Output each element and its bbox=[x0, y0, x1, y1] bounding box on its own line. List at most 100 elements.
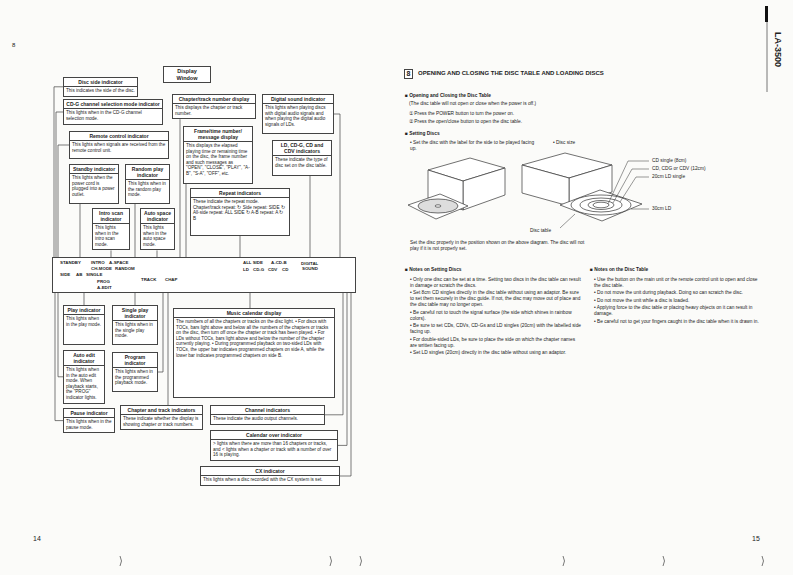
callout-box: LD, CD-G, CD and CDV indicatorsThese ind… bbox=[272, 140, 332, 176]
callout-box: Intro scan indicatorThis lights when in … bbox=[92, 208, 130, 250]
callout-heading: Single play indicator bbox=[113, 306, 157, 321]
indicator-label: DIGITAL bbox=[301, 262, 318, 266]
indicator-label: CD bbox=[282, 268, 288, 272]
callout-body: This lights when signals are received fr… bbox=[70, 141, 168, 155]
leader-line bbox=[55, 293, 63, 421]
callout-box: Program indicatorThis lights when in the… bbox=[112, 352, 158, 392]
page-number: 15 bbox=[752, 535, 760, 544]
disc-30cm bbox=[571, 195, 631, 215]
note-text: • Be careful not to touch the signal sur… bbox=[410, 310, 582, 322]
callout-heading: Standby indicator bbox=[70, 165, 118, 174]
callout-body: This lights when in the auto edit mode. … bbox=[64, 366, 104, 403]
callout-box: Digital sound indicatorThis lights when … bbox=[262, 94, 334, 134]
callout-body: This lights when a disc recorded with th… bbox=[201, 476, 339, 485]
edge-line bbox=[767, 22, 768, 92]
callout-body: This lights when in the single play mode… bbox=[113, 321, 157, 341]
callout-heading: LD, CD-G, CD and CDV indicators bbox=[273, 141, 331, 156]
leader-line bbox=[310, 176, 311, 257]
indicator-label: CD-G bbox=[253, 268, 264, 272]
disc-tray bbox=[408, 194, 468, 219]
leader-line bbox=[111, 250, 112, 257]
callout-body: The numbers of all the chapters or track… bbox=[174, 318, 334, 360]
leader-line bbox=[240, 236, 241, 257]
callout-body: This indicates the side of the disc. bbox=[64, 87, 137, 96]
disc-8cm bbox=[593, 202, 609, 208]
part-label: Disc table bbox=[530, 228, 551, 234]
text-column: • Only one disc can be set at a time. Se… bbox=[410, 277, 582, 358]
note-text: ② Press the open/close button to open th… bbox=[409, 119, 619, 125]
callout-body: This lights when in the pause mode. bbox=[64, 418, 114, 432]
disc bbox=[418, 199, 458, 213]
callout-box: CX indicatorThis lights when a disc reco… bbox=[200, 466, 340, 486]
title-box: 8 bbox=[404, 69, 413, 79]
callout-body: This lights when in the CD-G channel sel… bbox=[64, 109, 162, 123]
callout-body: This displays the elapsed playing time o… bbox=[184, 142, 252, 179]
indicator-label: AB bbox=[76, 273, 82, 277]
leader-line bbox=[180, 119, 181, 257]
leader-lines bbox=[560, 161, 649, 228]
callout-body: These indicate the repeat mode. Chapter/… bbox=[191, 198, 289, 223]
callout-heading: Random play indicator bbox=[126, 165, 169, 180]
note-text: • Set LD singles (20cm) directly in the … bbox=[410, 350, 582, 356]
callout-box: Single play indicatorThis lights when in… bbox=[112, 305, 158, 345]
callout-box: Random play indicatorThis lights when in… bbox=[125, 164, 170, 204]
leader-line bbox=[334, 114, 340, 257]
note-text: • Do not move the unit while a disc is l… bbox=[594, 298, 759, 304]
note-text: • Use the button on the main unit or the… bbox=[594, 277, 759, 289]
indicator-label: A-CD-B bbox=[271, 261, 287, 265]
part-label: CD single (8cm) bbox=[652, 158, 686, 164]
callout-box: Music calendar displayThe numbers of all… bbox=[173, 308, 335, 398]
subheading: ■ Opening and Closing the Disc Table bbox=[405, 93, 615, 99]
leader-line bbox=[158, 293, 163, 372]
callout-box: Channel indicatorsThese indicate the aud… bbox=[210, 405, 325, 425]
subheading: ■ Setting Discs bbox=[405, 131, 440, 137]
indicator-label: STANDBY bbox=[60, 261, 81, 265]
indicator-label: ALL SIDE bbox=[243, 261, 263, 265]
indicator-label: SIDE bbox=[60, 273, 70, 277]
leader-line bbox=[620, 177, 649, 202]
callout-heading: 8 bbox=[405, 70, 412, 78]
callout-heading: Pause indicator bbox=[64, 409, 114, 418]
callout-heading: Frame/time number/ message display bbox=[184, 127, 252, 142]
callout-box: Disc side indicatorThis indicates the si… bbox=[63, 77, 138, 97]
callout-heading: Calendar over indicator bbox=[211, 431, 337, 440]
page-mark: 8 bbox=[12, 42, 15, 50]
text-column: • Use the button on the main unit or the… bbox=[594, 277, 759, 326]
callout-heading: Chapter/track number display bbox=[173, 95, 255, 104]
disc-hole bbox=[435, 205, 441, 207]
section-title: OPENING AND CLOSING THE DISC TABLE AND L… bbox=[418, 70, 604, 77]
leader-line bbox=[340, 293, 351, 476]
note-text: • Applying force to the disc table or pl… bbox=[594, 305, 759, 317]
player-with-disc bbox=[408, 158, 505, 219]
callout-body: This lights when in the intro scan mode. bbox=[93, 224, 129, 249]
indicator-label: TRACK bbox=[141, 278, 156, 282]
indicator-label: CDV bbox=[268, 268, 277, 272]
title-box: Display Window bbox=[163, 66, 211, 83]
leader-line bbox=[80, 204, 81, 257]
part-label: 20cm LD single bbox=[652, 174, 685, 180]
callout-heading: Music calendar display bbox=[174, 309, 334, 318]
display-panel: STANDBYINTROA-SPACECH-MODERANDOMSIDEABSI… bbox=[52, 257, 356, 293]
callout-heading: Play indicator bbox=[64, 306, 104, 315]
leader-line bbox=[631, 209, 649, 210]
note-text: • Disc size bbox=[553, 140, 575, 146]
callout-heading: Channel indicators bbox=[211, 406, 324, 415]
callout-body: These indicate the audio output channels… bbox=[211, 415, 324, 424]
callout-box: Auto edit indicatorThis lights when in t… bbox=[63, 350, 105, 404]
callout-heading: Remote control indicator bbox=[70, 132, 168, 141]
indicator-label: CHAP bbox=[165, 278, 177, 282]
callout-heading: Chapter and track indicators bbox=[121, 406, 202, 415]
player-front bbox=[463, 168, 505, 210]
callout-heading: CD-G channel selection mode indicator bbox=[64, 100, 162, 109]
part-label: 30cm LD bbox=[652, 206, 671, 212]
edge-bar bbox=[765, 6, 768, 22]
callout-heading: Program indicator bbox=[113, 353, 157, 368]
callout-heading: Intro scan indicator bbox=[93, 209, 129, 224]
callout-body: This lights when in the auto space mode. bbox=[141, 224, 174, 249]
leader-line bbox=[186, 184, 187, 257]
callout-box: CD-G channel selection mode indicatorThi… bbox=[63, 99, 163, 125]
callout-box: Remote control indicatorThis lights when… bbox=[69, 131, 169, 159]
callout-body: This lights when in the play mode. bbox=[64, 315, 104, 329]
callout-body: This lights when playing discs with digi… bbox=[263, 104, 333, 129]
leader-line bbox=[608, 161, 649, 204]
